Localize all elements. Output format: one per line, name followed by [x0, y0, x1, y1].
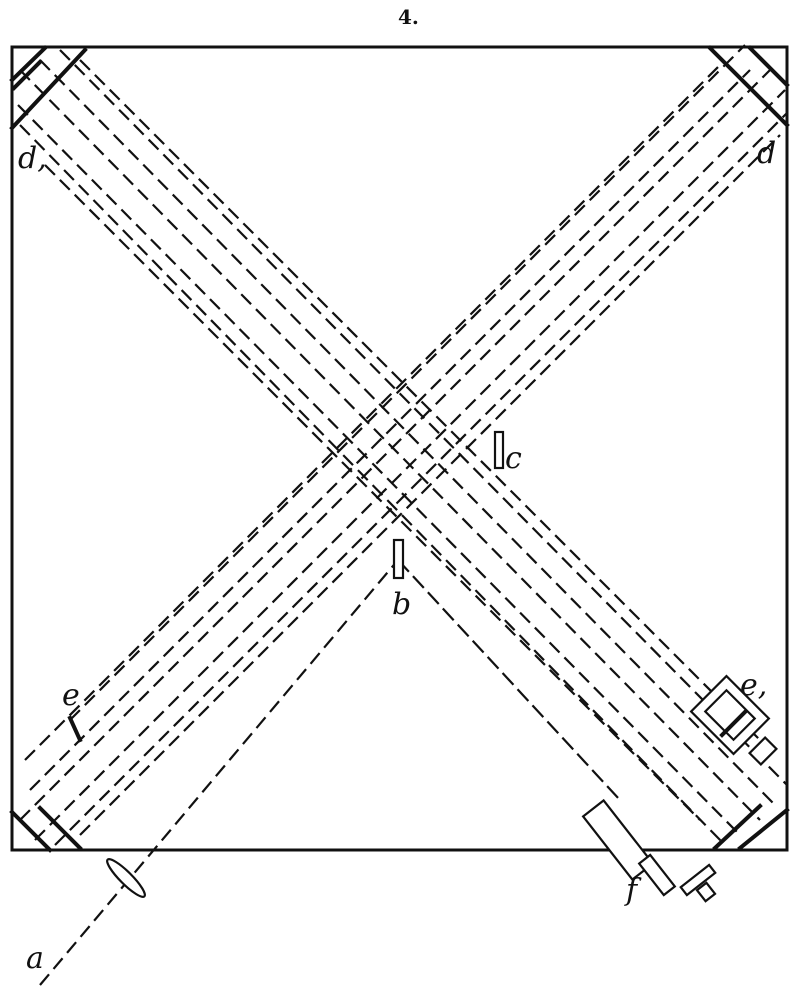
label-d-right: d: [757, 136, 776, 171]
telescope-f: [581, 798, 717, 903]
label-e-left: e: [62, 678, 80, 713]
corner-mirrors-top-left: [9, 45, 88, 131]
compensating-plate-c: [493, 430, 505, 470]
label-b: b: [392, 587, 411, 622]
corner-mirrors-top-right: [707, 45, 790, 128]
incoming-beam: [39, 559, 399, 986]
label-e-right: e,: [740, 668, 767, 703]
corner-mirrors-bottom-left: [9, 805, 83, 853]
label-c: c: [505, 441, 522, 476]
label-d-left: d,: [18, 141, 47, 176]
lens: [106, 858, 146, 898]
figure-number: 4.: [398, 5, 419, 29]
beam-to-telescope: [397, 559, 621, 801]
beam-splitter-b: [392, 538, 405, 580]
corner-mirrors-bottom-right: [712, 803, 790, 851]
adjustable-mirror-e-right: [689, 674, 778, 766]
beam-paths-ascending: [19, 44, 788, 846]
beam-paths-descending: [17, 49, 788, 846]
label-f: f: [624, 873, 642, 908]
label-a: a: [26, 941, 44, 976]
mirror-e-left: [67, 715, 83, 743]
apparatus-frame: [10, 45, 789, 852]
